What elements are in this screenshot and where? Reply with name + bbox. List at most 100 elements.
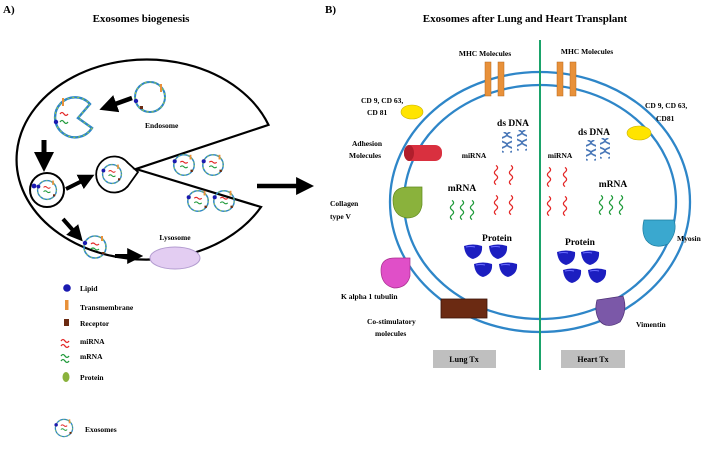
multivesicular-body xyxy=(29,172,65,208)
protein-icon xyxy=(62,372,70,382)
legend-item-lipid: Lipid xyxy=(63,284,98,293)
myosin-label: Myosin xyxy=(677,234,702,243)
mirna-right-2 xyxy=(562,166,568,188)
vimentin-label: Vimentin xyxy=(636,320,667,329)
costim-label-1: Co-stimulatory xyxy=(367,317,416,326)
lung-tx-tag xyxy=(433,350,496,368)
vesicle-to-lysosome xyxy=(82,235,107,259)
svg-text:Lipid: Lipid xyxy=(80,284,98,293)
endosome xyxy=(133,81,166,113)
collagen-shape xyxy=(392,186,423,219)
lipid-icon xyxy=(63,284,71,292)
legend-item-protein: Protein xyxy=(62,372,104,382)
svg-text:miRNA: miRNA xyxy=(80,337,105,346)
svg-text:mRNA: mRNA xyxy=(80,352,103,361)
heart-tx-label: Heart Tx xyxy=(577,355,608,364)
mirna-left-4 xyxy=(508,194,514,216)
exosome-outside-3 xyxy=(185,190,209,212)
cd-marker-left xyxy=(400,104,424,120)
myosin-shape xyxy=(642,219,676,247)
legend-item-receptor: Receptor xyxy=(64,319,110,328)
mhc-molecules-right xyxy=(556,61,577,97)
cd-marker-right xyxy=(626,125,652,141)
adhesion-label-2: Molecules xyxy=(349,151,381,160)
mirna-right-4 xyxy=(562,195,568,217)
panel-a-letter: A) xyxy=(3,4,15,16)
adhesion-label-1: Adhesion xyxy=(352,139,383,148)
legend-item-transmembrane: Transmembrane xyxy=(65,300,134,312)
exosome-outside-1 xyxy=(171,154,195,176)
protein-left-2 xyxy=(488,244,508,260)
legend-item-mrna: mRNA xyxy=(60,352,103,364)
endosome-label: Endosome xyxy=(145,121,179,130)
costim-label-2: molecules xyxy=(375,329,406,338)
dsdna-left-2 xyxy=(517,130,527,152)
protein-left-3 xyxy=(473,262,493,278)
arrow-mvb-to-lysosome xyxy=(61,217,83,242)
protein-right-1 xyxy=(556,250,576,266)
mrna-right-label: mRNA xyxy=(599,180,628,190)
mirna-right-1 xyxy=(546,166,552,188)
dsdna-left-1 xyxy=(502,132,512,154)
kalpha-tubulin-shape xyxy=(380,257,411,289)
mrna-left-2 xyxy=(459,199,465,221)
collagen-label-1: Collagen xyxy=(330,199,359,208)
arrow-mvb-to-release xyxy=(65,174,95,191)
heart-tx-tag xyxy=(561,350,625,368)
mhc-left-label: MHC Molecules xyxy=(459,49,511,58)
lysosome-label: Lysosome xyxy=(159,233,191,242)
mrna-right-2 xyxy=(608,194,614,216)
protein-right-3 xyxy=(562,268,582,284)
protein-right-4 xyxy=(587,268,607,284)
legend-item-mirna: miRNA xyxy=(60,337,105,349)
mrna-right-1 xyxy=(598,194,604,216)
panel-b-title: Exosomes after Lung and Heart Transplant xyxy=(423,13,628,25)
cd-left-label-2: CD 81 xyxy=(367,108,387,117)
mirna-right-3 xyxy=(546,195,552,217)
exosome-icon xyxy=(53,418,74,438)
legend: Lipid Transmembrane Receptor miRNA mRNA … xyxy=(53,284,134,438)
vesicle-release xyxy=(95,155,140,194)
cell-pacman xyxy=(15,58,271,261)
dsdna-right-2 xyxy=(600,138,610,160)
dsdna-right-label: ds DNA xyxy=(578,128,610,138)
protein-left-4 xyxy=(498,262,518,278)
svg-text:Transmembrane: Transmembrane xyxy=(80,303,134,312)
mrna-left-3 xyxy=(469,199,475,221)
legend-item-exosomes: Exosomes xyxy=(53,418,117,438)
cd-right-label-1: CD 9, CD 63, xyxy=(645,101,687,110)
panel-b-letter: B) xyxy=(325,4,336,16)
costimulatory-molecule xyxy=(440,298,488,319)
protein-right-label: Protein xyxy=(565,238,596,248)
lysosome xyxy=(149,246,201,270)
mrna-left-label: mRNA xyxy=(448,184,477,194)
mrna-icon xyxy=(60,353,70,364)
exosome-outside-2 xyxy=(200,154,224,176)
adhesion-molecule xyxy=(404,145,442,161)
dsdna-right-1 xyxy=(586,140,596,162)
mhc-right-label: MHC Molecules xyxy=(561,47,613,56)
kalpha-label: K alpha 1 tubulin xyxy=(341,292,398,301)
panel-a-arrows xyxy=(34,95,144,264)
exosome-outside-4 xyxy=(211,190,235,212)
mhc-molecules-left xyxy=(484,61,505,97)
receptor-icon xyxy=(64,319,69,326)
collagen-label-2: type V xyxy=(330,212,351,221)
cd-left-label-1: CD 9, CD 63, xyxy=(361,96,403,105)
dsdna-left-label: ds DNA xyxy=(497,119,529,129)
svg-text:Protein: Protein xyxy=(80,373,104,382)
arrow-endosome-to-budding xyxy=(99,95,133,113)
mirna-left-label: miRNA xyxy=(462,151,487,160)
mirna-left-3 xyxy=(493,194,499,216)
protein-left-1 xyxy=(463,244,483,260)
mirna-icon xyxy=(60,338,70,349)
mrna-left-1 xyxy=(449,199,455,221)
panel-a-title: Exosomes biogenesis xyxy=(93,13,191,25)
svg-text:Receptor: Receptor xyxy=(80,319,110,328)
protein-left-label: Protein xyxy=(482,234,513,244)
cd-right-label-2: CD81 xyxy=(656,114,675,123)
budding-endosome xyxy=(53,96,94,139)
protein-right-2 xyxy=(580,250,600,266)
mirna-right-label: miRNA xyxy=(548,151,573,160)
